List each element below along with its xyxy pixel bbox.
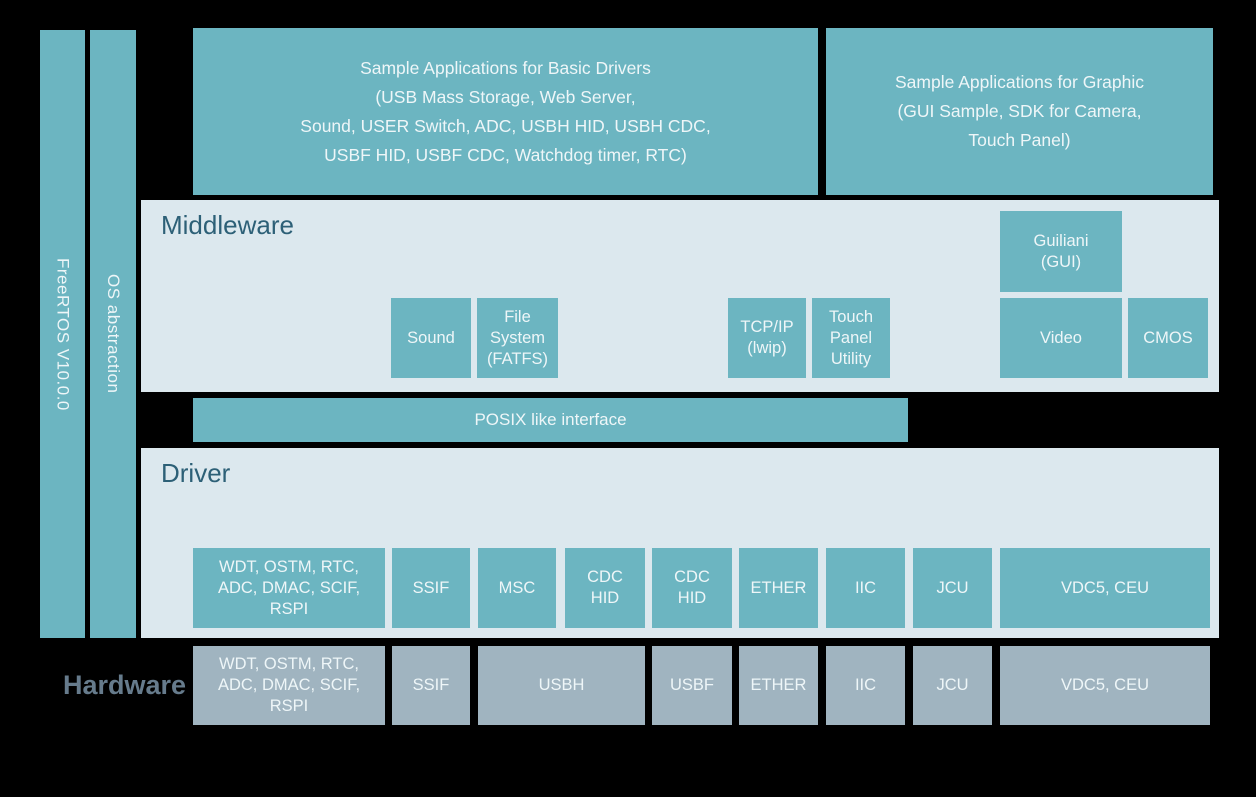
hardware-title: Hardware: [62, 670, 187, 700]
middleware-box-sound: Sound: [391, 298, 471, 378]
freertos-version-label: FreeRTOS V10.0.0: [53, 257, 73, 411]
driver-box-jcu: JCU: [913, 548, 992, 628]
hardware-box-usbf: USBF: [652, 646, 732, 725]
posix-interface-bar: POSIX like interface: [193, 398, 908, 442]
driver-box-ether: ETHER: [739, 548, 818, 628]
hardware-box-wdt-group: WDT, OSTM, RTC, ADC, DMAC, SCIF, RSPI: [193, 646, 385, 725]
driver-box-wdt-group: WDT, OSTM, RTC, ADC, DMAC, SCIF, RSPI: [193, 548, 385, 628]
os-abstraction-label: OS abstraction: [104, 274, 123, 394]
hardware-box-vdc5-ceu: VDC5, CEU: [1000, 646, 1210, 725]
hardware-box-jcu: JCU: [913, 646, 992, 725]
driver-box-ssif: SSIF: [392, 548, 470, 628]
hardware-box-usbh: USBH: [478, 646, 645, 725]
middleware-box-video: Video: [1000, 298, 1122, 378]
driver-box-iic: IIC: [826, 548, 905, 628]
freertos-version-bar: FreeRTOS V10.0.0: [40, 30, 85, 638]
driver-box-msc: MSC: [478, 548, 556, 628]
middleware-box-cmos: CMOS: [1128, 298, 1208, 378]
middleware-box-guiliani: Guiliani (GUI): [1000, 211, 1122, 292]
driver-box-cdc-hid-host: CDC HID: [565, 548, 645, 628]
hardware-box-ether: ETHER: [739, 646, 818, 725]
sample-apps-graphic-box: Sample Applications for Graphic (GUI Sam…: [826, 28, 1213, 195]
sample-apps-basic-drivers-box: Sample Applications for Basic Drivers (U…: [193, 28, 818, 195]
middleware-box-tcpip: TCP/IP (lwip): [728, 298, 806, 378]
middleware-box-touch-panel-utility: Touch Panel Utility: [812, 298, 890, 378]
middleware-title: Middleware: [161, 210, 294, 240]
hardware-box-ssif: SSIF: [392, 646, 470, 725]
driver-box-cdc-hid-function: CDC HID: [652, 548, 732, 628]
middleware-box-file-system: File System (FATFS): [477, 298, 558, 378]
driver-title: Driver: [161, 458, 231, 488]
hardware-box-iic: IIC: [826, 646, 905, 725]
os-abstraction-bar: OS abstraction: [90, 30, 136, 638]
driver-box-vdc5-ceu: VDC5, CEU: [1000, 548, 1210, 628]
